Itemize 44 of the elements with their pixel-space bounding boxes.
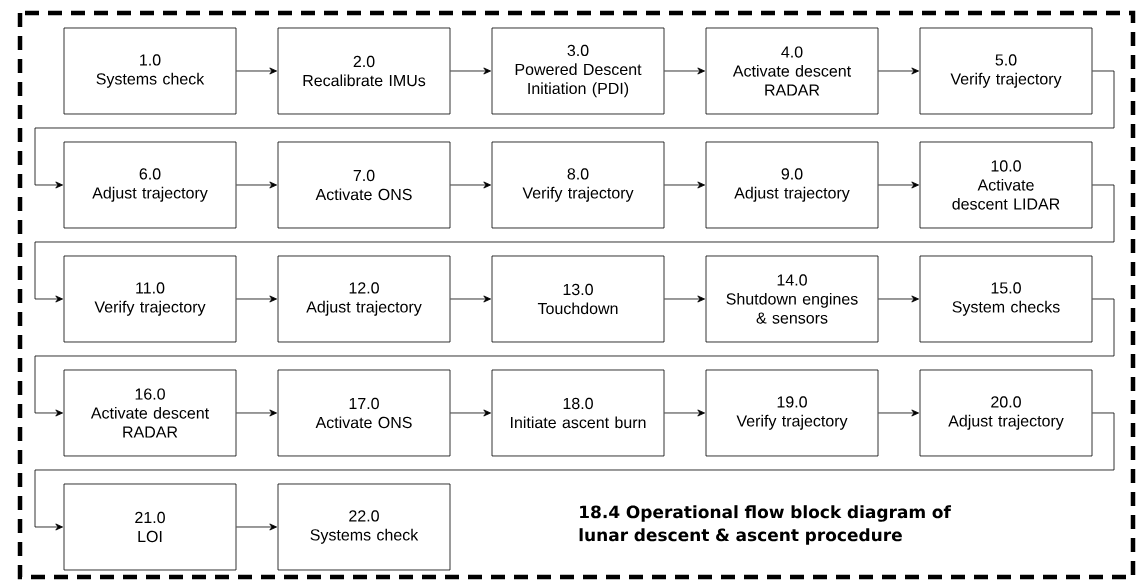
process-box: 12.0 Adjust trajectory xyxy=(277,255,451,343)
arrow xyxy=(664,67,705,75)
arrow xyxy=(34,412,1115,531)
arrow xyxy=(450,409,491,417)
process-box: 18.0 Initiate ascent burn xyxy=(491,369,665,457)
arrow xyxy=(664,181,705,189)
process-box: 16.0 Activate descent RADAR xyxy=(63,369,237,457)
process-box: 14.0 Shutdown engines & sensors xyxy=(705,255,879,343)
arrow xyxy=(878,181,919,189)
arrow xyxy=(450,295,491,303)
process-box: 15.0 System checks xyxy=(919,255,1093,343)
arrow xyxy=(236,67,277,75)
process-box: 6.0 Adjust trajectory xyxy=(63,141,237,229)
process-box: 3.0 Powered Descent Initiation (PDI) xyxy=(491,27,665,115)
process-box: 5.0 Verify trajectory xyxy=(919,27,1093,115)
process-box: 4.0 Activate descent RADAR xyxy=(705,27,879,115)
process-box: 22.0 Systems check xyxy=(277,483,451,571)
arrow xyxy=(236,523,277,531)
process-box: 19.0 Verify trajectory xyxy=(705,369,879,457)
arrow xyxy=(878,67,919,75)
process-box: 7.0 Activate ONS xyxy=(277,141,451,229)
arrow xyxy=(664,409,705,417)
process-box: 21.0 LOI xyxy=(63,483,237,571)
process-box: 13.0 Touchdown xyxy=(491,255,665,343)
arrow xyxy=(236,181,277,189)
arrow xyxy=(878,295,919,303)
process-box: 20.0 Adjust trajectory xyxy=(919,369,1093,457)
process-box: 11.0 Verify trajectory xyxy=(63,255,237,343)
process-box: 9.0 Adjust trajectory xyxy=(705,141,879,229)
process-box: 8.0 Verify trajectory xyxy=(491,141,665,229)
process-box: 1.0 Systems check xyxy=(63,27,237,115)
arrow xyxy=(34,70,1115,189)
arrow xyxy=(450,181,491,189)
arrow xyxy=(664,295,705,303)
arrow xyxy=(34,184,1115,303)
arrow xyxy=(450,67,491,75)
process-box: 2.0 Recalibrate IMUs xyxy=(277,27,451,115)
arrow xyxy=(878,409,919,417)
arrow xyxy=(236,409,277,417)
process-box: 17.0 Activate ONS xyxy=(277,369,451,457)
caption: 18.4 Operational flow block diagram of lunar descent & ascent procedure xyxy=(579,505,951,545)
arrow xyxy=(34,298,1115,417)
process-box: 10.0 Activate descent LIDAR xyxy=(919,141,1093,229)
arrow xyxy=(236,295,277,303)
